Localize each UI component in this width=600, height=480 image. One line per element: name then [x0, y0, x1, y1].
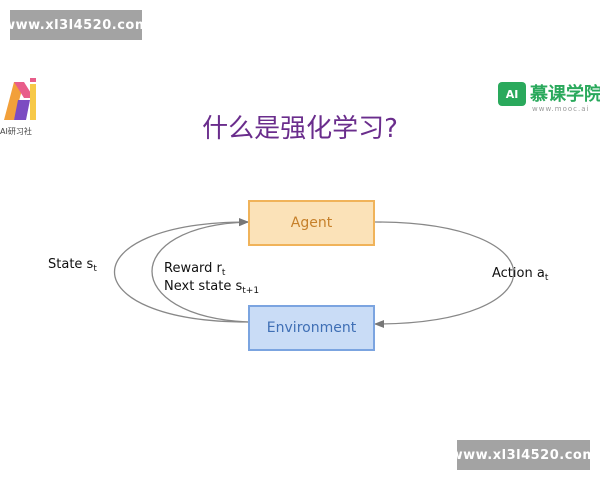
action-arrow: [374, 221, 515, 328]
next-state-label: Next state st+1: [164, 279, 260, 296]
state-arrow: [113, 218, 249, 323]
state-label: State st: [48, 257, 97, 274]
reward-label: Reward rt: [164, 261, 226, 278]
watermark-top: www.xl3l4520.com: [3, 10, 148, 40]
action-label: Action at: [492, 266, 549, 283]
mooc-logo-name: 慕课学院: [530, 84, 600, 105]
mooc-logo-badge: AI: [498, 82, 526, 106]
watermark-bottom: www.xl3l4520.com: [451, 440, 596, 470]
slide-title: 什么是强化学习?: [202, 114, 398, 144]
mooc-logo: AI 慕课学院 www.mooc.ai: [498, 78, 600, 118]
agent-box: Agent: [248, 200, 375, 246]
environment-box: Environment: [248, 305, 375, 351]
ai-yanxishe-logo-text: AI研习社: [0, 127, 32, 136]
mooc-logo-url: www.mooc.ai: [532, 105, 590, 113]
ai-yanxishe-logo-icon: [4, 78, 36, 120]
reward-arrow: [151, 218, 249, 323]
